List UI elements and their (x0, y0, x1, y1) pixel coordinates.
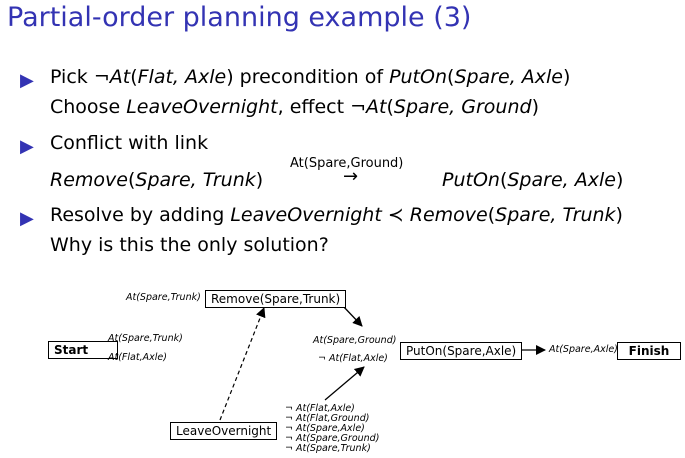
causal-link-arrow: → (343, 166, 359, 187)
leave-effect-5: ¬ At(Spare,Trunk) (285, 443, 371, 454)
leave-effect-4: ¬ At(Spare,Ground) (285, 433, 380, 444)
ordering-constraint-arrow (219, 307, 266, 421)
finish-precondition: At(Spare,Axle) (549, 344, 618, 355)
bullet-2-line-1: Conflict with link (50, 132, 209, 154)
start-effect-2: At(Flat,Axle) (108, 352, 167, 363)
bullet-3-line-1: Resolve by adding LeaveOvernight ≺ Remov… (50, 204, 623, 226)
finish-step: Finish (617, 342, 681, 360)
bullet-2-link-from: Remove(Spare, Trunk) (50, 169, 264, 191)
leave-effect-1: ¬ At(Flat,Axle) (285, 403, 355, 414)
causal-link-label: At(Spare,Ground) (290, 156, 404, 171)
bullet-3-line-2: Why is this the only solution? (50, 234, 329, 256)
puton-precondition-2: ¬ At(Flat,Axle) (318, 353, 388, 364)
bullet-marker: ▶ (20, 136, 34, 157)
start-step: Start (48, 341, 118, 359)
puton-step: PutOn(Spare,Axle) (400, 342, 523, 360)
bullet-2-link-to: PutOn(Spare, Axle) (442, 169, 624, 191)
bullet-marker: ▶ (20, 208, 34, 229)
leave-effect-2: ¬ At(Flat,Ground) (285, 413, 370, 424)
remove-to-puton-arrow (341, 304, 363, 327)
leave-to-puton-arrow (324, 366, 365, 401)
leave-effect-3: ¬ At(Spare,Axle) (285, 423, 365, 434)
puton-precondition-1: At(Spare,Ground) (313, 335, 397, 346)
slide-title: Partial-order planning example (3) (7, 2, 472, 33)
bullet-marker: ▶ (20, 70, 34, 91)
remove-step: Remove(Spare,Trunk) (205, 290, 347, 308)
remove-precondition: At(Spare,Trunk) (126, 292, 201, 303)
bullet-1-line-1: Pick ¬At(Flat, Axle) precondition of Put… (50, 66, 571, 88)
leave-overnight-step: LeaveOvernight (170, 422, 278, 440)
bullet-1-line-2: Choose LeaveOvernight, effect ¬At(Spare,… (50, 96, 539, 118)
start-effect-1: At(Spare,Trunk) (108, 333, 183, 344)
